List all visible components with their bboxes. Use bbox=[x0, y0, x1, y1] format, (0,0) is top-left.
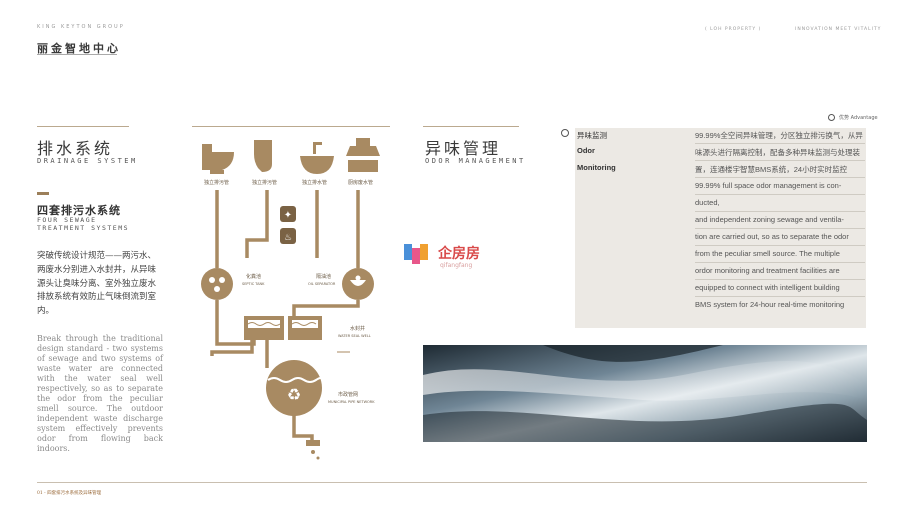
row-divider bbox=[695, 245, 865, 246]
odor-line-10: equipped to connect with intelligent bui… bbox=[695, 283, 840, 292]
advantage-en: Advantage bbox=[850, 115, 878, 121]
urinal-icon bbox=[254, 140, 272, 172]
odor-line-2: 味源头进行隔离控制，配备多种异味监测与处理装 bbox=[695, 148, 860, 157]
odor-left-en-2: Monitoring bbox=[577, 163, 616, 172]
drainage-title-en: DRAINAGE SYSTEM bbox=[37, 157, 138, 165]
advantage-tag: 优势 Advantage bbox=[828, 114, 878, 121]
header-slogan: INNOVATION MEET VITALITY bbox=[795, 27, 882, 32]
section-marker bbox=[37, 192, 49, 195]
odor-left-cn: 异味监测 bbox=[577, 131, 607, 140]
row-divider bbox=[695, 143, 865, 144]
drainage-body-cn: 突破传统设计规范——两污水、两废水分别进入水封井，从异味源头让臭味分离、室外独立… bbox=[37, 251, 157, 317]
diagram-rule bbox=[192, 126, 390, 127]
odor-line-6: and independent zoning sewage and ventil… bbox=[695, 215, 844, 224]
footer-text: 01 - 四套排污水系统及异味管理 bbox=[37, 491, 102, 496]
toilet-icon bbox=[202, 144, 234, 174]
drainage-title: 排水系统 bbox=[37, 139, 114, 158]
watermark-cn: 企房房 bbox=[437, 245, 480, 262]
brand-title: 丽金智地中心 bbox=[37, 42, 121, 55]
row-divider bbox=[695, 228, 865, 229]
row-divider bbox=[695, 177, 865, 178]
septic-tank-icon bbox=[201, 268, 233, 300]
fluid-texture-image bbox=[423, 345, 867, 442]
odor-title: 异味管理 bbox=[425, 139, 502, 158]
label-sewage-pipe-2: 独立排污管 bbox=[252, 179, 277, 186]
odor-filter-icon: ✦ bbox=[280, 206, 296, 222]
header-right-tag: ( LOH PROPERTY ) bbox=[705, 27, 762, 32]
odor-rule bbox=[423, 126, 519, 127]
footer-divider bbox=[37, 482, 867, 483]
odor-bullet-icon bbox=[561, 129, 569, 137]
svg-text:♨: ♨ bbox=[284, 233, 292, 243]
municipal-network-icon: ♻ bbox=[266, 360, 323, 416]
washbasin-icon bbox=[300, 142, 334, 174]
label-kitchen-pipe: 厨房废水管 bbox=[348, 179, 373, 186]
row-divider bbox=[695, 194, 865, 195]
label-water-pipe: 独立排水管 bbox=[302, 179, 327, 186]
odor-title-en: ODOR MANAGEMENT bbox=[425, 157, 526, 165]
row-divider bbox=[695, 279, 865, 280]
kitchen-hood-icon bbox=[346, 138, 380, 172]
municipal-label: 市政管网 bbox=[338, 391, 358, 398]
oil-separator-label: 隔油池 bbox=[316, 273, 331, 280]
svg-text:♻: ♻ bbox=[287, 385, 301, 404]
heat-icon: ♨ bbox=[280, 228, 296, 244]
odor-line-5: ducted, bbox=[695, 198, 720, 207]
odor-line-11: BMS system for 24-hour real-time monitor… bbox=[695, 300, 845, 309]
svg-text:✦: ✦ bbox=[284, 210, 292, 221]
watermark-logo-icon: 企房房 qifangfang bbox=[404, 244, 480, 269]
odor-line-1: 99.99%全空间异味管理，分区独立排污换气，从异 bbox=[695, 131, 863, 140]
water-seal-label: 水封井 bbox=[350, 325, 365, 332]
row-divider bbox=[695, 296, 865, 297]
municipal-label-en: MUNICIPAL PIPE NETWORK bbox=[328, 400, 375, 404]
drainage-rule bbox=[37, 126, 129, 127]
row-divider bbox=[695, 160, 865, 161]
header-divider bbox=[37, 54, 117, 55]
odor-line-9: ordor monitoring and treatment facilitie… bbox=[695, 266, 840, 275]
oil-separator-icon bbox=[342, 268, 374, 300]
odor-line-7: tion are carried out, so as to separate … bbox=[695, 232, 849, 241]
drainage-body-en: Break through the traditional design sta… bbox=[37, 334, 163, 453]
odor-line-3: 置，连通楼宇智慧BMS系统，24小时实时监控 bbox=[695, 165, 848, 174]
outlet-drip-icon bbox=[306, 440, 320, 460]
water-seal-box-right bbox=[288, 316, 322, 340]
group-name-en: KING KEYTON GROUP bbox=[37, 24, 125, 30]
row-divider bbox=[695, 211, 865, 212]
septic-tank-label: 化粪池 bbox=[246, 273, 261, 280]
watermark-en: qifangfang bbox=[440, 262, 472, 269]
odor-line-8: from the peculiar smell source. The mult… bbox=[695, 249, 840, 258]
advantage-cn: 优势 bbox=[839, 115, 850, 121]
odor-left-en-1: Odor bbox=[577, 146, 595, 155]
septic-tank-label-en: SEPTIC TANK bbox=[242, 282, 265, 286]
water-seal-label-en: WATER SEAL WELL bbox=[338, 334, 371, 338]
drainage-diagram: 独立排污管 独立排污管 独立排水管 厨房废水管 ✦ ♨ bbox=[201, 138, 380, 460]
label-sewage-pipe-1: 独立排污管 bbox=[204, 179, 229, 186]
odor-line-4: 99.99% full space odor management is con… bbox=[695, 181, 842, 190]
row-divider bbox=[695, 262, 865, 263]
sewage-subtitle-en: FOUR SEWAGE TREATMENT SYSTEMS bbox=[37, 216, 130, 232]
water-seal-box-left bbox=[244, 316, 284, 340]
advantage-dot-icon bbox=[828, 114, 835, 121]
watermark: 企房房 qifangfang bbox=[402, 240, 502, 274]
sewage-subtitle: 四套排污水系统 bbox=[37, 204, 121, 217]
oil-separator-label-en: OIL SEPARATOR bbox=[308, 282, 336, 286]
